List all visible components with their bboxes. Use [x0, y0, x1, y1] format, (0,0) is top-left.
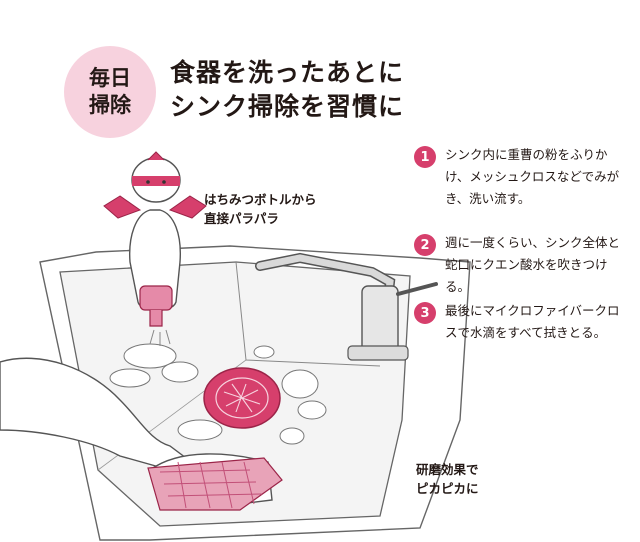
drain — [203, 367, 281, 429]
step-text: 最後にマイクロファイバークロスで水滴をすべて拭きとる。 — [445, 303, 620, 340]
badge-line2: 掃除 — [89, 93, 131, 117]
step-3: 3 最後にマイクロファイバークロスで水滴をすべて拭きとる。 — [414, 300, 624, 344]
step-number: 3 — [414, 302, 436, 324]
daily-cleaning-badge: 毎日 掃除 — [64, 46, 156, 138]
sponge-note: 研磨効果で ピカピカに — [416, 460, 479, 498]
step-number: 2 — [414, 234, 436, 256]
step-1: 1 シンク内に重曹の粉をふりかけ、メッシュクロスなどでみがき、洗い流す。 — [414, 144, 624, 210]
bottle-note-line1: はちみつボトルから — [204, 192, 317, 207]
title-line2: シンク掃除を習慣に — [170, 92, 405, 121]
sponge-note-line1: 研磨効果で — [416, 462, 479, 477]
faucet — [255, 252, 438, 361]
step-text: シンク内に重曹の粉をふりかけ、メッシュクロスなどでみがき、洗い流す。 — [445, 147, 620, 206]
step-number: 1 — [414, 146, 436, 168]
bottle-note-line2: 直接パラパラ — [204, 211, 279, 226]
page-title: 食器を洗ったあとに シンク掃除を習慣に — [170, 56, 404, 124]
badge-line1: 毎日 — [89, 66, 131, 90]
title-line1: 食器を洗ったあとに — [170, 58, 405, 87]
step-text: 週に一度くらい、シンク全体と蛇口にクエン酸水を吹きつける。 — [445, 235, 621, 294]
arm-with-sponge — [0, 357, 283, 511]
bottle-character — [103, 151, 207, 346]
bottle-note: はちみつボトルから 直接パラパラ — [204, 190, 317, 228]
sponge-note-line2: ピカピカに — [416, 481, 479, 496]
badge-label: 毎日 掃除 — [89, 65, 131, 119]
step-2: 2 週に一度くらい、シンク全体と蛇口にクエン酸水を吹きつける。 — [414, 232, 624, 298]
